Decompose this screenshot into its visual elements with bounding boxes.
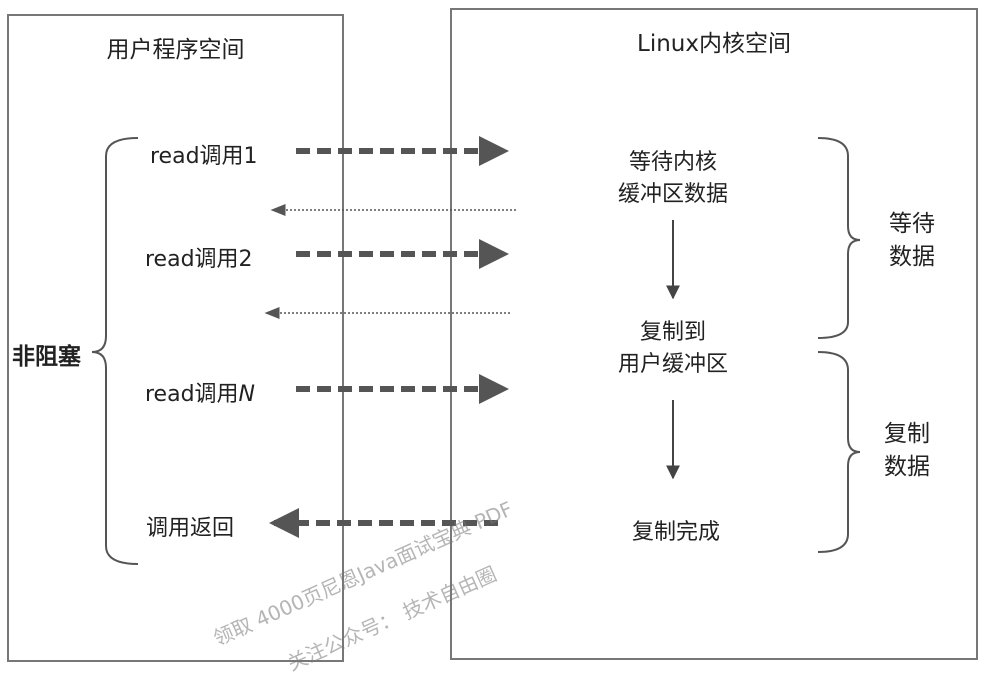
call-return-label: 调用返回	[146, 516, 235, 541]
phase-wait-line2: 数据	[889, 244, 935, 270]
read-call-1-prefix: read调用	[150, 144, 244, 169]
read-call-1-suffix: 1	[243, 144, 258, 169]
diagram-lines	[91, 136, 861, 565]
wait-data-brace	[817, 137, 861, 339]
user-space-panel: 用户程序空间	[7, 14, 344, 662]
copy-data-brace	[817, 351, 861, 553]
kernel-space-panel: Linux内核空间	[450, 8, 978, 660]
kernel-step-wait-line2: 缓冲区数据	[617, 182, 729, 207]
kernel-step-wait-line1: 等待内核	[628, 150, 718, 175]
kernel-space-title: Linux内核空间	[637, 31, 791, 57]
read-call-2-suffix: 2	[238, 247, 253, 272]
user-space-title: 用户程序空间	[106, 37, 245, 63]
read-call-n-label: read调用N	[145, 376, 255, 408]
read-call-2-label: read调用2	[145, 241, 253, 273]
kernel-step-copy: 复制到 用户缓冲区	[618, 317, 728, 381]
read-call-2-prefix: read调用	[145, 247, 239, 272]
phase-wait-line1: 等待	[889, 211, 935, 237]
phase-copy-line1: 复制	[884, 421, 930, 447]
phase-wait-data: 等待 数据	[889, 208, 935, 274]
read-call-n-suffix: N	[238, 382, 256, 407]
non-blocking-label: 非阻塞	[12, 344, 81, 370]
kernel-step-copy-line1: 复制到	[639, 320, 707, 345]
kernel-step-wait: 等待内核 缓冲区数据	[618, 147, 728, 211]
read-call-n-prefix: read调用	[145, 382, 239, 407]
phase-copy-data: 复制 数据	[884, 418, 930, 484]
kernel-step-copy-line2: 用户缓冲区	[617, 352, 729, 377]
non-blocking-brace	[91, 137, 139, 565]
read-call-1-label: read调用1	[150, 138, 258, 170]
kernel-step-done: 复制完成	[631, 520, 721, 545]
phase-copy-line2: 数据	[884, 454, 930, 480]
